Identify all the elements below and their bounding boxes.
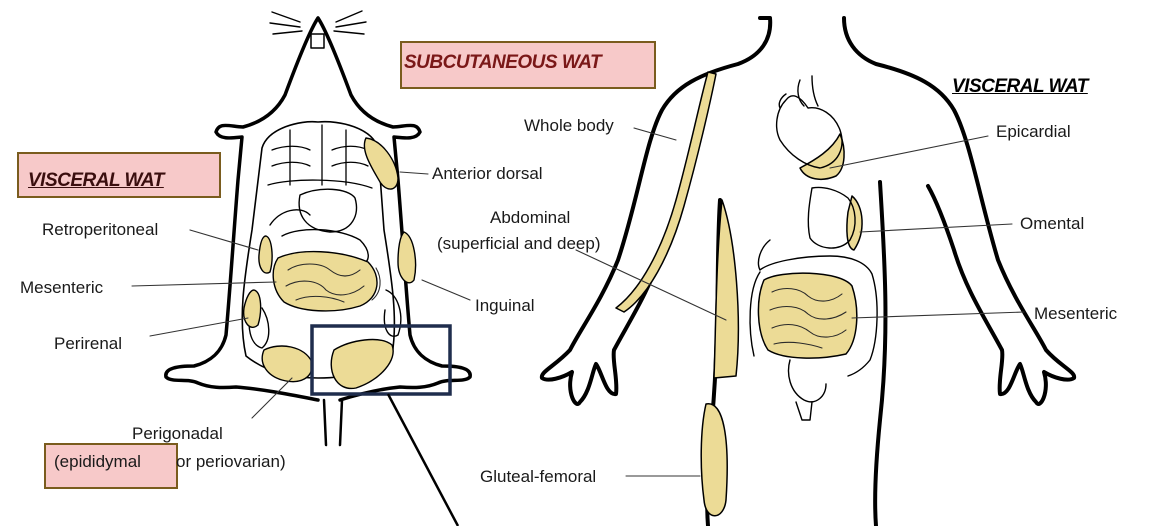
- mouse-visceral-header: VISCERAL WAT: [28, 168, 164, 194]
- subcutaneous-header: SUBCUTANEOUS WAT: [404, 50, 601, 76]
- mouse-tail: [324, 400, 342, 445]
- label-perirenal: Perirenal: [54, 334, 122, 354]
- mouse-anterior-dorsal-depot: [364, 138, 398, 189]
- label-periovarian: or periovarian): [176, 452, 286, 472]
- label-omental: Omental: [1020, 214, 1084, 234]
- mouse-ribs: [268, 125, 372, 188]
- human-visceral-header: VISCERAL WAT: [952, 74, 1088, 100]
- mouse-perigonadal-depot-left: [262, 346, 312, 382]
- label-anterior-dorsal: Anterior dorsal: [432, 164, 543, 184]
- mouse-perigonadal-depot-right: [331, 340, 393, 389]
- label-inguinal: Inguinal: [475, 296, 535, 316]
- label-abdominal-sub: (superficial and deep): [437, 234, 600, 254]
- human-gluteal-femoral-depot: [701, 404, 727, 516]
- label-perigonadal: Perigonadal: [132, 424, 223, 444]
- zoom-connector: [388, 394, 458, 526]
- label-epicardial: Epicardial: [996, 122, 1071, 142]
- mouse-perirenal-depot: [244, 290, 261, 327]
- mouse-whiskers: [270, 11, 366, 34]
- mouse-retroperitoneal-depot: [259, 236, 272, 273]
- mouse-nose: [311, 34, 324, 48]
- human-mesenteric-depot: [758, 273, 856, 358]
- mouse-mesenteric-depot: [273, 252, 377, 311]
- label-epididymal: (epididymal: [54, 452, 141, 472]
- mouse-inguinal-depot: [398, 232, 416, 283]
- label-human-mesenteric: Mesenteric: [1034, 304, 1117, 324]
- label-whole-body: Whole body: [524, 116, 614, 136]
- label-retroperitoneal: Retroperitoneal: [42, 220, 158, 240]
- label-mouse-mesenteric: Mesenteric: [20, 278, 103, 298]
- label-abdominal: Abdominal: [490, 208, 570, 228]
- label-gluteal-femoral: Gluteal-femoral: [480, 467, 596, 487]
